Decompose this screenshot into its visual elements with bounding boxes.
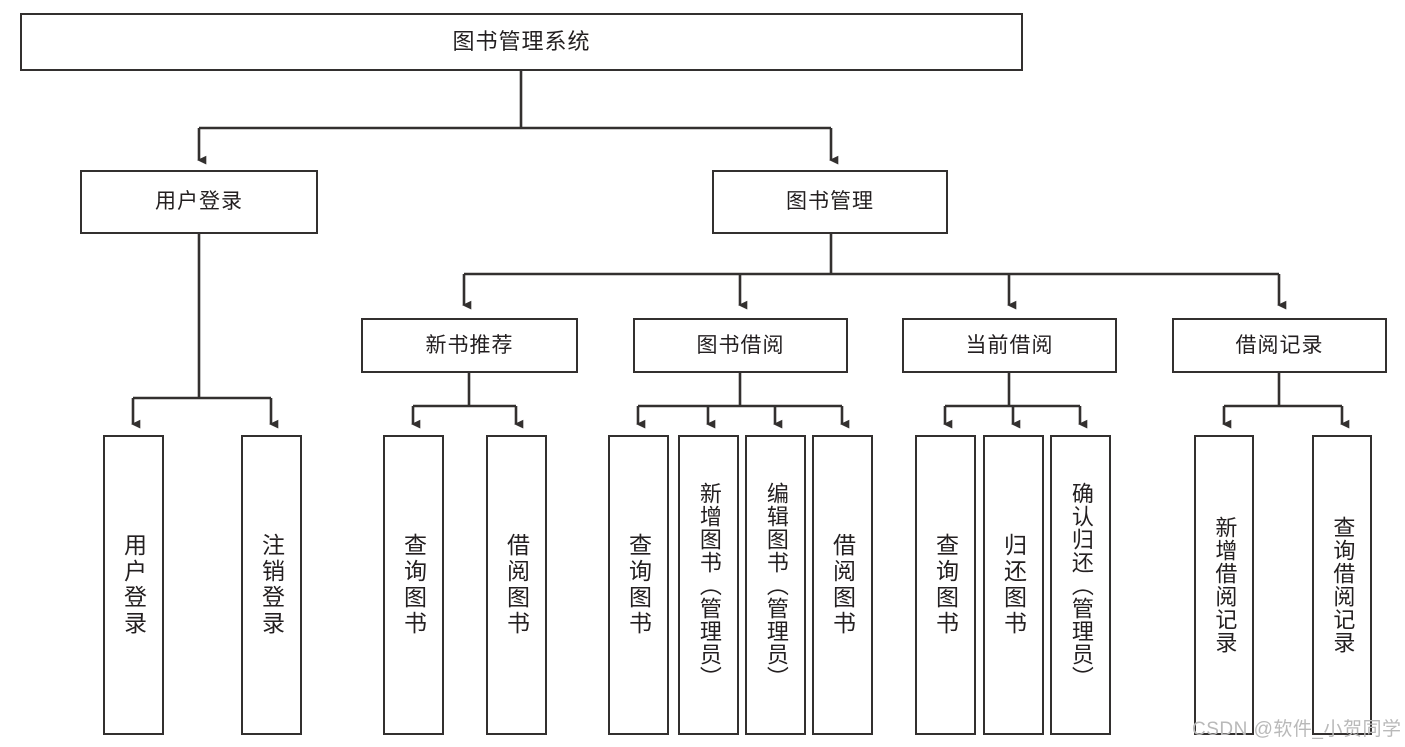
node-label: 编辑图书（管理员） [763,481,789,689]
leaf-confirm-return-admin[interactable]: 确认归还（管理员） [1050,435,1111,735]
leaf-return-book[interactable]: 归还图书 [983,435,1044,735]
node-current-borrow[interactable]: 当前借阅 [902,318,1117,373]
leaf-add-book-admin[interactable]: 新增图书（管理员） [678,435,739,735]
node-label: 图书管理系统 [452,28,591,54]
node-label: 新增借阅记录 [1212,516,1238,654]
node-label: 用户登录 [155,190,243,214]
leaf-borrow-book[interactable]: 借阅图书 [812,435,873,735]
leaf-query-book-current[interactable]: 查询图书 [915,435,976,735]
leaf-add-borrow-record[interactable]: 新增借阅记录 [1194,435,1254,735]
node-label: 查询图书 [932,533,959,637]
leaf-query-book-recommend[interactable]: 查询图书 [383,435,444,735]
node-label: 用户登录 [120,533,147,637]
node-label: 确认归还（管理员） [1068,481,1094,689]
node-user-login[interactable]: 用户登录 [80,170,318,234]
watermark-text: CSDN @软件_小贺同学 [1192,719,1402,740]
node-label: 归还图书 [1000,533,1027,637]
node-label: 图书管理 [786,190,874,214]
node-label: 查询借阅记录 [1330,516,1356,654]
node-label: 当前借阅 [965,333,1054,357]
leaf-user-login[interactable]: 用户登录 [103,435,164,735]
node-label: 图书借阅 [696,333,785,357]
node-label: 新增图书（管理员） [696,481,722,689]
node-book-borrow[interactable]: 图书借阅 [633,318,848,373]
node-root-book-management-system[interactable]: 图书管理系统 [20,13,1023,71]
leaf-edit-book-admin[interactable]: 编辑图书（管理员） [745,435,806,735]
node-borrow-record[interactable]: 借阅记录 [1172,318,1387,373]
node-new-book-recommend[interactable]: 新书推荐 [361,318,578,373]
node-label: 新书推荐 [425,333,514,357]
leaf-borrow-book-recommend[interactable]: 借阅图书 [486,435,547,735]
node-label: 查询图书 [400,533,427,637]
node-label: 注销登录 [258,533,285,637]
node-label: 借阅记录 [1235,333,1324,357]
node-label: 查询图书 [625,533,652,637]
leaf-query-book-borrow[interactable]: 查询图书 [608,435,669,735]
leaf-query-borrow-record[interactable]: 查询借阅记录 [1312,435,1372,735]
node-label: 借阅图书 [503,533,530,637]
leaf-logout[interactable]: 注销登录 [241,435,302,735]
node-label: 借阅图书 [829,533,856,637]
node-book-management[interactable]: 图书管理 [712,170,948,234]
